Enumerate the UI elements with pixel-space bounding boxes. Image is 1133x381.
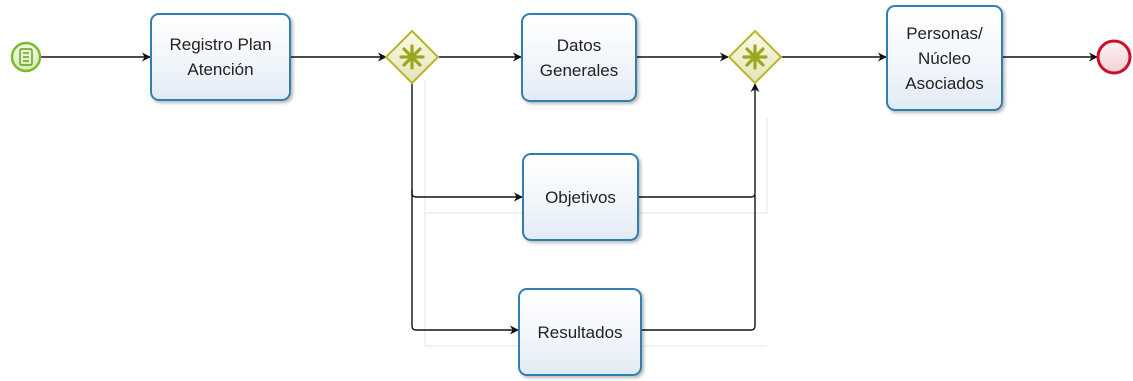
task-label-line: Datos	[556, 35, 602, 55]
task-personas-nucleo-asociados[interactable]: Personas/ Núcleo Asociados	[886, 5, 1003, 111]
start-event[interactable]	[10, 41, 42, 73]
flow-split-to-objetivos	[411, 83, 523, 202]
task-objetivos[interactable]: Objetivos	[522, 153, 639, 241]
asterisk-icon	[742, 44, 768, 70]
task-registro-plan-atencion[interactable]: Registro Plan Atención	[150, 13, 291, 101]
sequence-flows	[40, 52, 1098, 335]
task-label-line: Registro Plan	[169, 35, 272, 54]
gateway-split[interactable]	[384, 29, 440, 85]
task-label-line: Resultados	[537, 322, 623, 342]
task-label-line: Personas/	[906, 23, 983, 43]
task-label-line: Asociados	[905, 73, 984, 93]
message-list-icon	[19, 48, 33, 66]
task-resultados[interactable]: Resultados	[518, 288, 642, 376]
flow-objetivos-to-join	[639, 83, 760, 198]
task-label-line: Objetivos	[545, 187, 616, 207]
task-label-line: Atención	[187, 60, 254, 79]
asterisk-icon	[399, 44, 425, 70]
task-datos-generales[interactable]: Datos Generales	[521, 13, 637, 102]
end-event[interactable]	[1096, 39, 1132, 75]
task-label-line: Generales	[539, 60, 619, 80]
gateway-join[interactable]	[727, 29, 783, 85]
flow-resultados-to-join	[642, 195, 756, 331]
flow-split-to-resultados	[411, 190, 519, 335]
task-label-line: Núcleo	[918, 48, 971, 68]
